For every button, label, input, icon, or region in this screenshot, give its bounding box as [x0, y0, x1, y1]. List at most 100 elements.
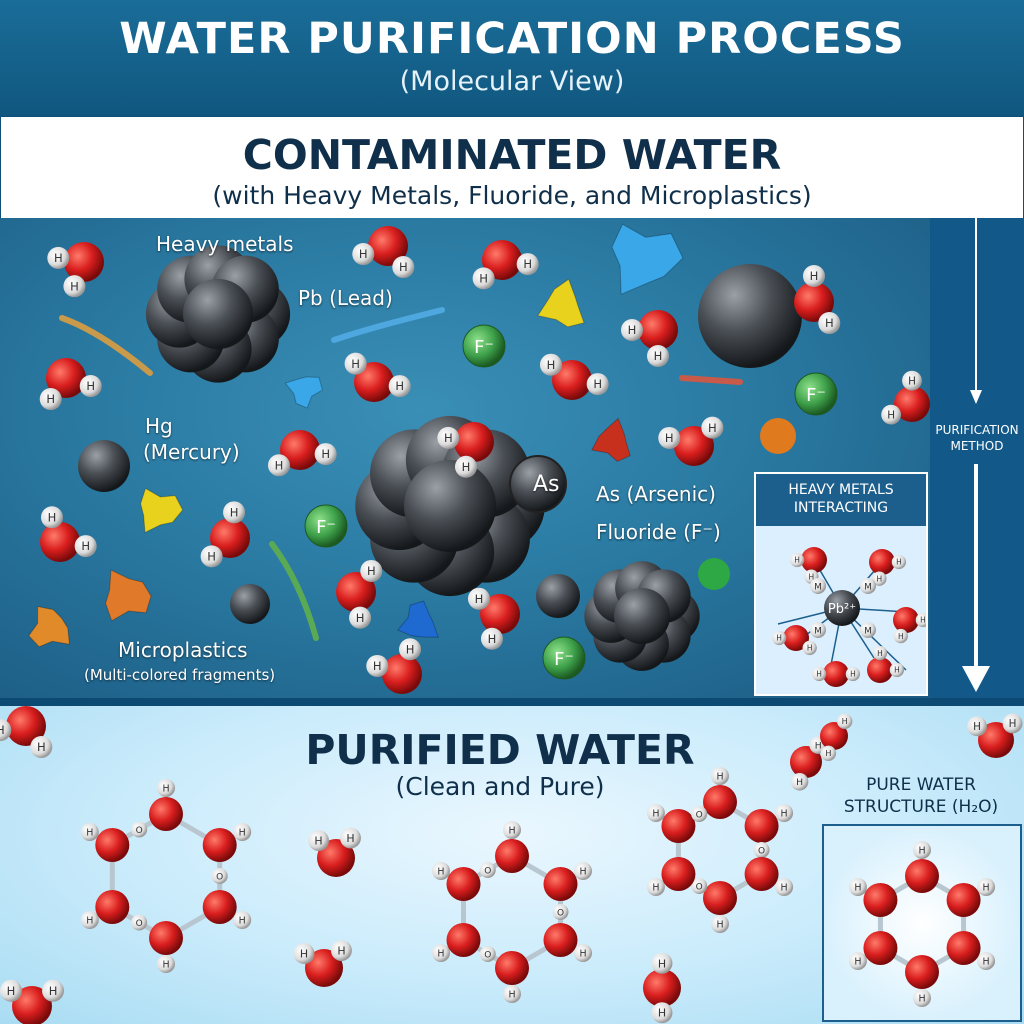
hydrogen-symbol: H [877, 574, 883, 583]
fluoride-ion-label: F⁻ [554, 649, 574, 670]
hydrogen-symbol: H [475, 592, 484, 606]
hydrogen-symbol: H [894, 666, 900, 675]
oxygen-atom [867, 657, 893, 683]
oxygen-atom [203, 828, 237, 862]
hydrogen-symbol: H [437, 948, 444, 959]
oxygen-atom [947, 931, 981, 965]
process-arrow [930, 218, 1024, 698]
hydrogen-symbol: H [593, 377, 602, 391]
hydrogen-symbol: H [854, 956, 861, 967]
hydrogen-symbol: H [776, 634, 782, 643]
oxygen-atom [801, 547, 827, 573]
microplastic-fiber [272, 544, 316, 638]
hydrogen-symbol: H [367, 564, 376, 578]
hydrogen-symbol: H [983, 882, 990, 893]
arsenic-symbol-label: As [533, 472, 560, 497]
fluoride-label: Fluoride (F⁻) [596, 520, 721, 544]
hydrogen-symbol: H [444, 431, 453, 445]
hydrogen-symbol: H [359, 247, 368, 261]
hydrogen-symbol: H [807, 644, 813, 653]
binding-site-label: M [814, 583, 822, 593]
microplastic-bead [698, 558, 730, 590]
page-title: WATER PURIFICATION PROCESS [0, 14, 1024, 64]
oxygen-atom [823, 661, 849, 687]
oxygen-atom [40, 522, 80, 562]
metal-cluster-core [183, 279, 253, 349]
heavy-metal-sphere [698, 264, 802, 368]
hydrogen-symbol: H [825, 316, 834, 330]
microplastics-note: (Multi-colored fragments) [84, 666, 275, 684]
hydrogen-symbol: H [854, 882, 861, 893]
microplastic-bead [760, 418, 796, 454]
oxygen-atom [95, 890, 129, 924]
hydrogen-symbol: H [508, 825, 515, 836]
hydrogen-symbol: H [300, 947, 308, 960]
metal-cluster-core [404, 460, 496, 552]
hydrogen-symbol: H [81, 539, 90, 553]
oxygen-atom [447, 867, 481, 901]
microplastics-label: Microplastics [118, 638, 248, 662]
oxygen-atom [447, 923, 481, 957]
fluoride-ion-label: F⁻ [316, 517, 336, 538]
hydrogen-symbol: H [239, 915, 246, 926]
oxygen-atom [495, 839, 529, 873]
hydrogen-symbol: H [781, 882, 788, 893]
purification-line: PURIFICATION [930, 422, 1024, 438]
oxygen-symbol: O [758, 847, 765, 857]
oxygen-atom [643, 969, 681, 1007]
oxygen-atom [382, 654, 422, 694]
purified-panel: HHOHHOHHOHHOHHOHHOHHOHHOHHOHHHHHHHHHHHHH… [0, 706, 1024, 1024]
hydrogen-symbol: H [918, 993, 925, 1004]
fluoride-ion-label: F⁻ [474, 337, 494, 358]
microplastic-fragment [592, 419, 630, 462]
hydrogen-symbol: H [579, 948, 586, 959]
pure-structure-box: HHHHHH [822, 824, 1022, 1022]
hydrogen-symbol: H [654, 349, 663, 363]
hydrogen-symbol: H [794, 556, 800, 565]
oxygen-symbol: O [136, 919, 143, 929]
metal-atom [230, 584, 270, 624]
mercury-atom [78, 440, 130, 492]
hydrogen-symbol: H [810, 269, 819, 283]
oxygen-symbol: O [696, 883, 703, 893]
oxygen-atom [149, 921, 183, 955]
process-column [930, 218, 1024, 698]
hydrogen-symbol: H [321, 447, 330, 461]
inset-title-line1: HEAVY METALS [756, 481, 926, 499]
hydrogen-symbol: H [523, 257, 532, 271]
microplastic-fiber [334, 310, 442, 340]
hydrogen-symbol: H [49, 984, 58, 998]
oxygen-atom [869, 549, 895, 575]
oxygen-symbol: O [484, 867, 491, 877]
hydrogen-symbol: H [652, 882, 659, 893]
pure-structure-label: PURE WATER STRUCTURE (H₂O) [826, 774, 1016, 818]
hydrogen-symbol: H [896, 558, 902, 567]
oxygen-symbol: O [484, 951, 491, 961]
hydrogen-symbol: H [850, 670, 856, 679]
hydrogen-symbol: H [579, 866, 586, 877]
oxygen-symbol: O [136, 826, 143, 836]
hydrogen-symbol: H [351, 357, 360, 371]
heavy-metals-inset: HHHHHHHHHHHHMMMMPb²⁺ HEAVY METALS INTERA… [754, 472, 928, 696]
hydrogen-symbol: H [983, 956, 990, 967]
oxygen-atom [661, 857, 695, 891]
page-subtitle: (Molecular View) [0, 66, 1024, 97]
oxygen-atom [638, 310, 678, 350]
fluoride-ion-label: F⁻ [806, 385, 826, 406]
hydrogen-symbol: H [86, 827, 93, 838]
hydrogen-symbol: H [275, 458, 284, 472]
hydrogen-symbol: H [708, 421, 717, 435]
arsenic-label: As (Arsenic) [596, 482, 716, 506]
binding-site-label: M [864, 583, 872, 593]
microplastic-fragment [398, 601, 438, 637]
structure-line1: PURE WATER [826, 774, 1016, 796]
oxygen-atom [947, 883, 981, 917]
hydrogen-symbol: H [842, 716, 848, 726]
method-line: METHOD [930, 438, 1024, 454]
microplastic-fragment [141, 488, 183, 532]
hydrogen-symbol: H [716, 919, 723, 930]
oxygen-atom [495, 951, 529, 985]
hydrogen-symbol: H [488, 632, 497, 646]
lead-label: Pb (Lead) [298, 286, 393, 310]
purified-title: PURIFIED WATER [0, 726, 1000, 774]
